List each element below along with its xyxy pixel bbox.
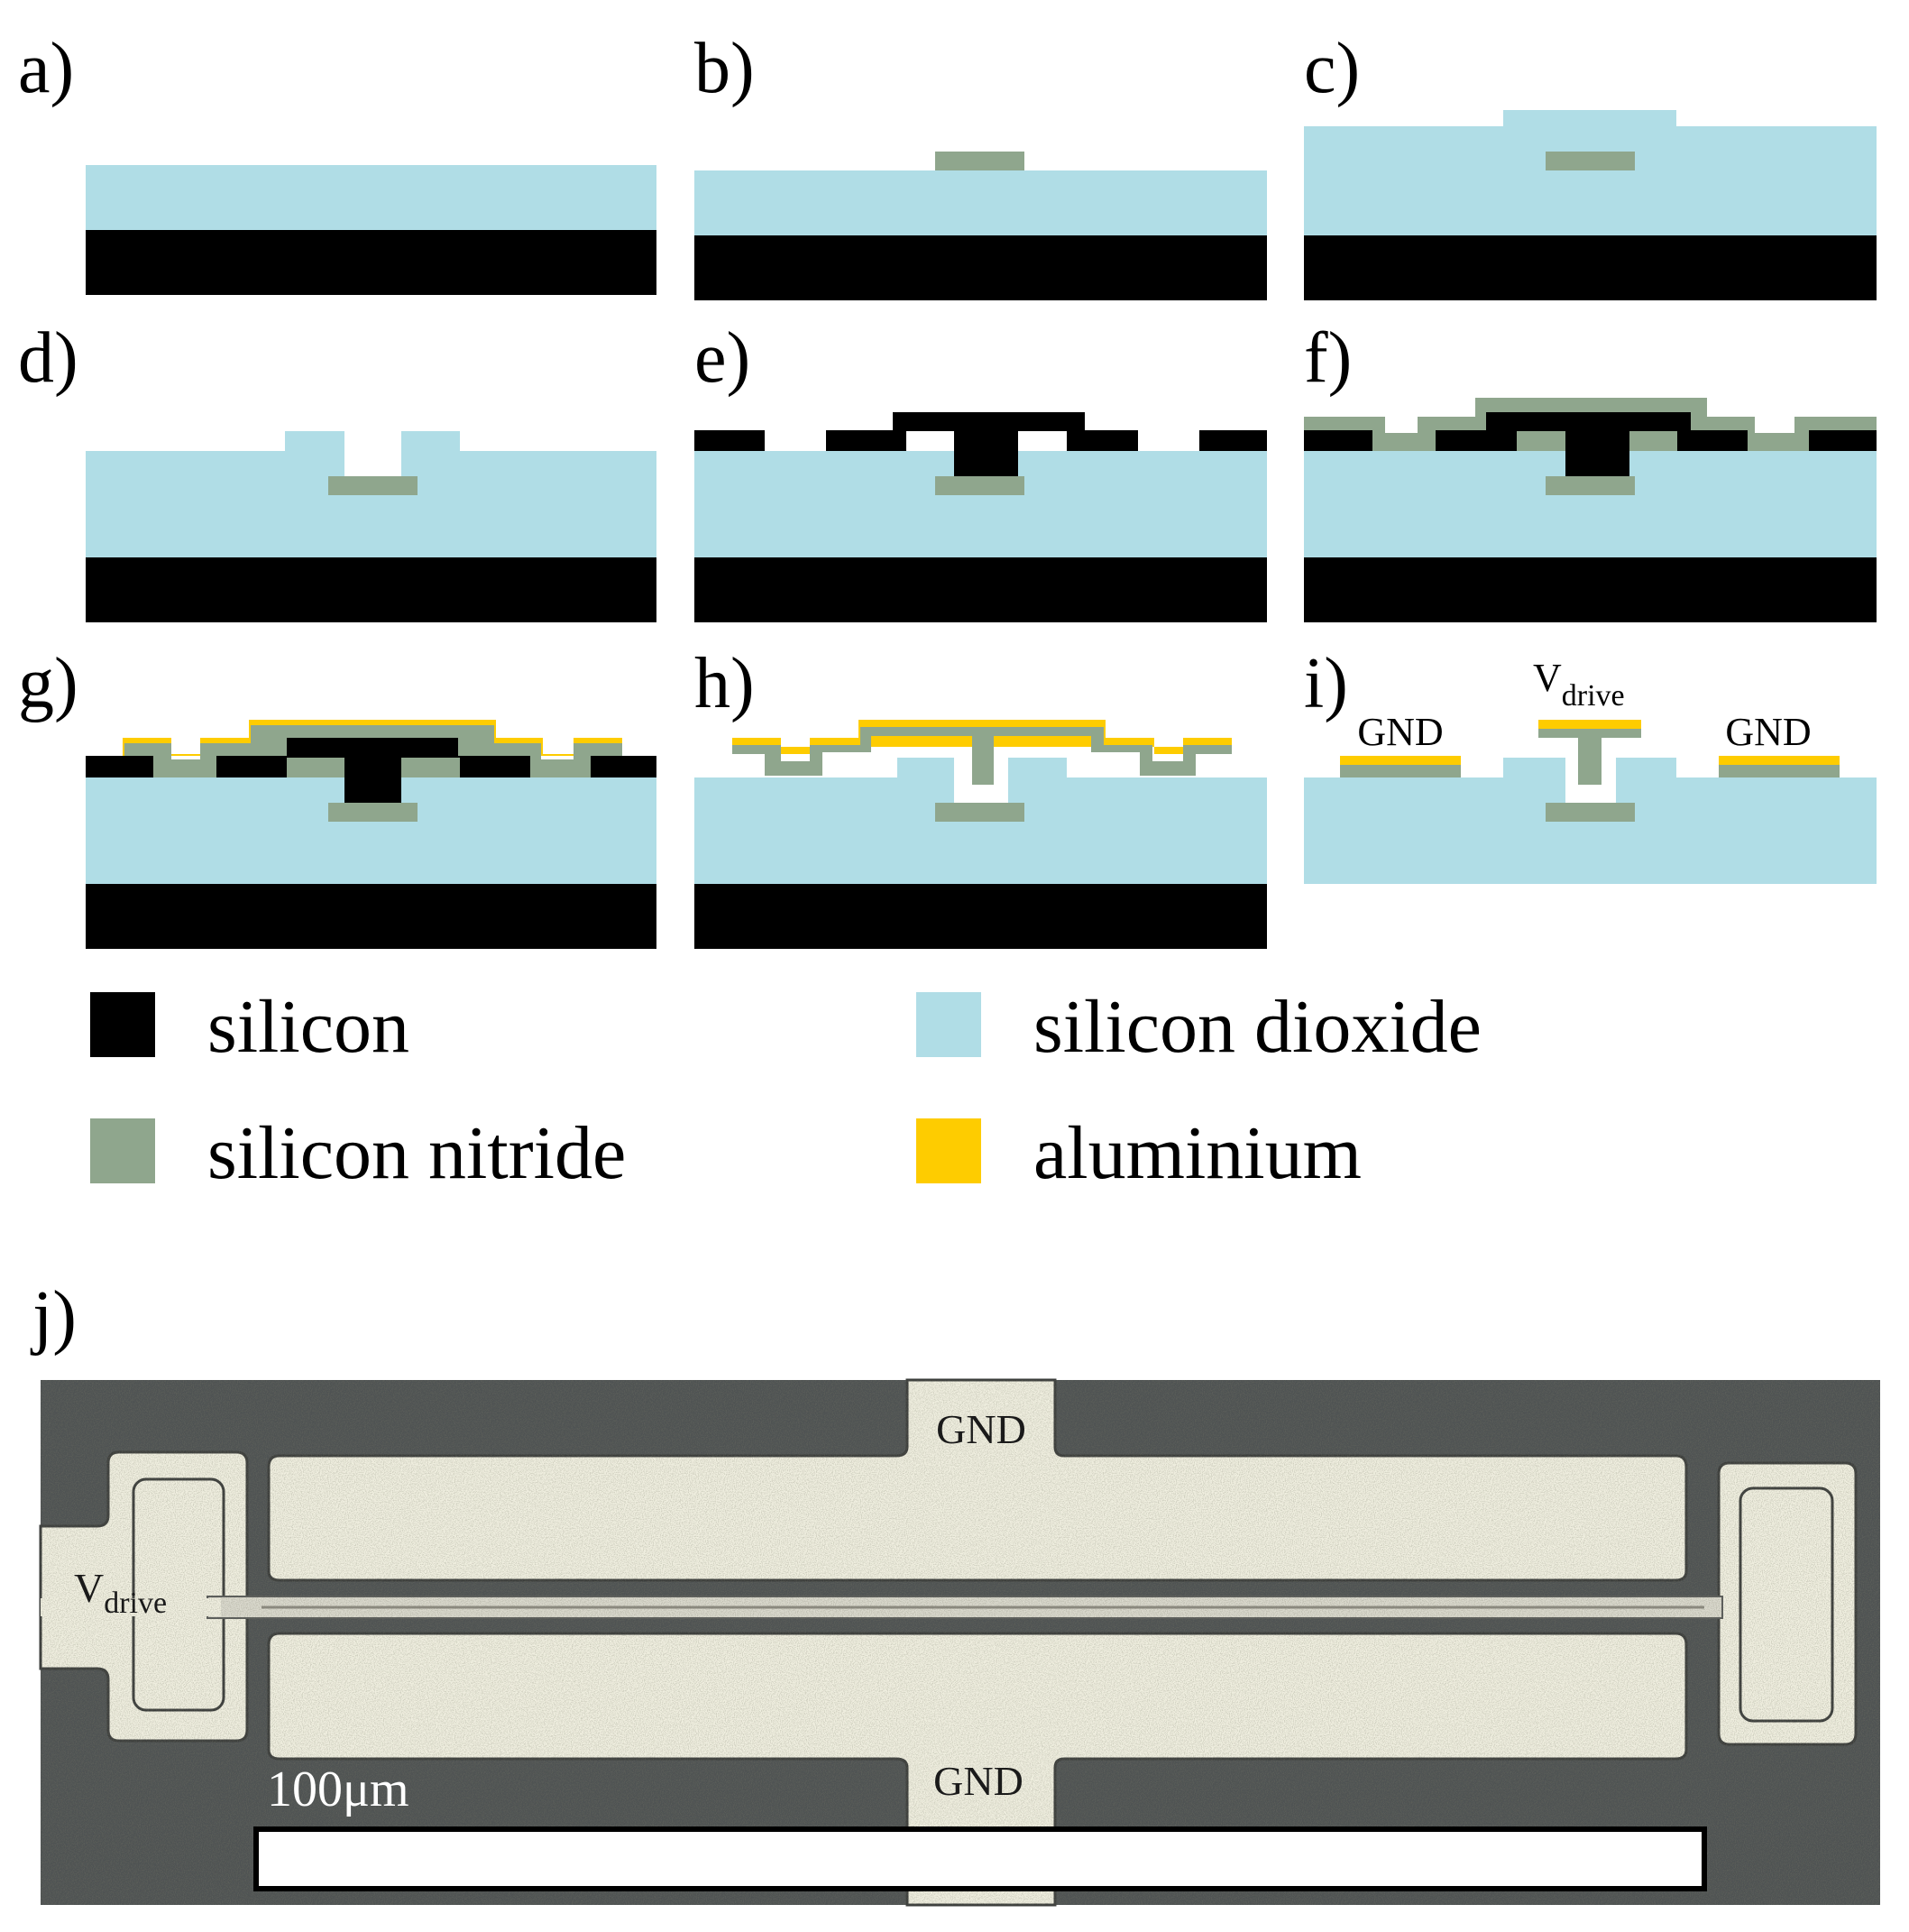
gnd-label-right: GND <box>1725 710 1811 754</box>
nitride-electrode <box>1546 476 1635 495</box>
oxide-layer <box>86 165 656 230</box>
micrograph: GND GND Vdrive 100μm <box>39 1378 1880 1907</box>
legend-label-silicon-dioxide: silicon dioxide <box>1033 985 1482 1069</box>
panel-label-i: i) <box>1304 644 1348 723</box>
panel-f: f) <box>1304 318 1877 622</box>
nitride-membrane <box>732 727 1232 785</box>
nitride-gnd-left <box>1340 765 1461 777</box>
scale-bar-label: 100μm <box>267 1762 409 1817</box>
aluminium-beam-top <box>1538 720 1641 729</box>
surface-texture <box>41 1380 1880 1905</box>
panel-label-c: c) <box>1304 29 1360 108</box>
oxide-layer <box>694 170 1267 235</box>
nitride-beam <box>1538 729 1641 785</box>
panel-label-e: e) <box>694 318 750 398</box>
photo-vdrive-label: Vdrive <box>74 1565 167 1620</box>
oxide-bump <box>1503 110 1676 128</box>
silicon-sacrificial-layer <box>86 738 656 803</box>
aluminium-gnd-right <box>1719 756 1840 765</box>
gnd-label-left: GND <box>1357 710 1443 754</box>
legend-swatch-silicon-nitride <box>90 1118 155 1183</box>
silicon-sacrificial-layer <box>1304 412 1877 476</box>
silicon-substrate <box>1304 235 1877 300</box>
panel-e: e) <box>694 318 1267 622</box>
legend-swatch-silicon-dioxide <box>916 992 981 1057</box>
panel-label-b: b) <box>694 29 755 108</box>
aluminium-gnd-left <box>1340 756 1461 765</box>
photo-gnd-bottom-label: GND <box>933 1758 1023 1804</box>
nitride-electrode <box>935 803 1024 822</box>
nitride-electrode <box>328 476 418 495</box>
legend-label-aluminium: aluminium <box>1033 1111 1362 1195</box>
nitride-electrode <box>1546 152 1635 170</box>
nitride-electrode <box>935 476 1024 495</box>
legend-swatch-silicon <box>90 992 155 1057</box>
silicon-substrate <box>86 557 656 622</box>
nitride-gnd-right <box>1719 765 1840 777</box>
silicon-substrate <box>694 884 1267 949</box>
legend-swatch-aluminium <box>916 1118 981 1183</box>
panel-d: d) <box>18 318 656 622</box>
photo-gnd-top-label: GND <box>936 1406 1026 1452</box>
panel-b: b) <box>694 29 1267 300</box>
silicon-substrate <box>1304 557 1877 622</box>
panel-j: j) <box>30 1277 1880 1907</box>
legend: silicon silicon dioxide silicon nitride … <box>90 985 1482 1195</box>
nitride-electrode <box>935 152 1024 170</box>
panel-i: i) GND GND Vdrive <box>1304 644 1877 884</box>
legend-label-silicon: silicon <box>207 985 409 1069</box>
legend-label-silicon-nitride: silicon nitride <box>207 1111 626 1195</box>
panel-g: g) <box>18 644 656 949</box>
silicon-substrate <box>86 884 656 949</box>
oxide-layer <box>1304 126 1877 235</box>
panel-label-g: g) <box>18 644 78 723</box>
panel-label-h: h) <box>694 644 755 723</box>
silicon-substrate <box>694 557 1267 622</box>
silicon-substrate <box>694 235 1267 300</box>
nitride-electrode <box>1546 803 1635 822</box>
panel-label-a: a) <box>18 29 74 108</box>
panel-label-d: d) <box>18 318 78 398</box>
scale-bar <box>253 1826 1707 1891</box>
silicon-substrate <box>86 230 656 295</box>
nitride-electrode <box>328 803 418 822</box>
panel-label-j: j) <box>30 1277 77 1357</box>
panel-a: a) <box>18 29 656 295</box>
panel-label-f: f) <box>1304 318 1352 398</box>
panel-h: h) <box>694 644 1267 949</box>
panel-c: c) <box>1304 29 1877 300</box>
silicon-sacrificial-layer <box>694 412 1267 476</box>
vdrive-label: Vdrive <box>1533 656 1625 713</box>
